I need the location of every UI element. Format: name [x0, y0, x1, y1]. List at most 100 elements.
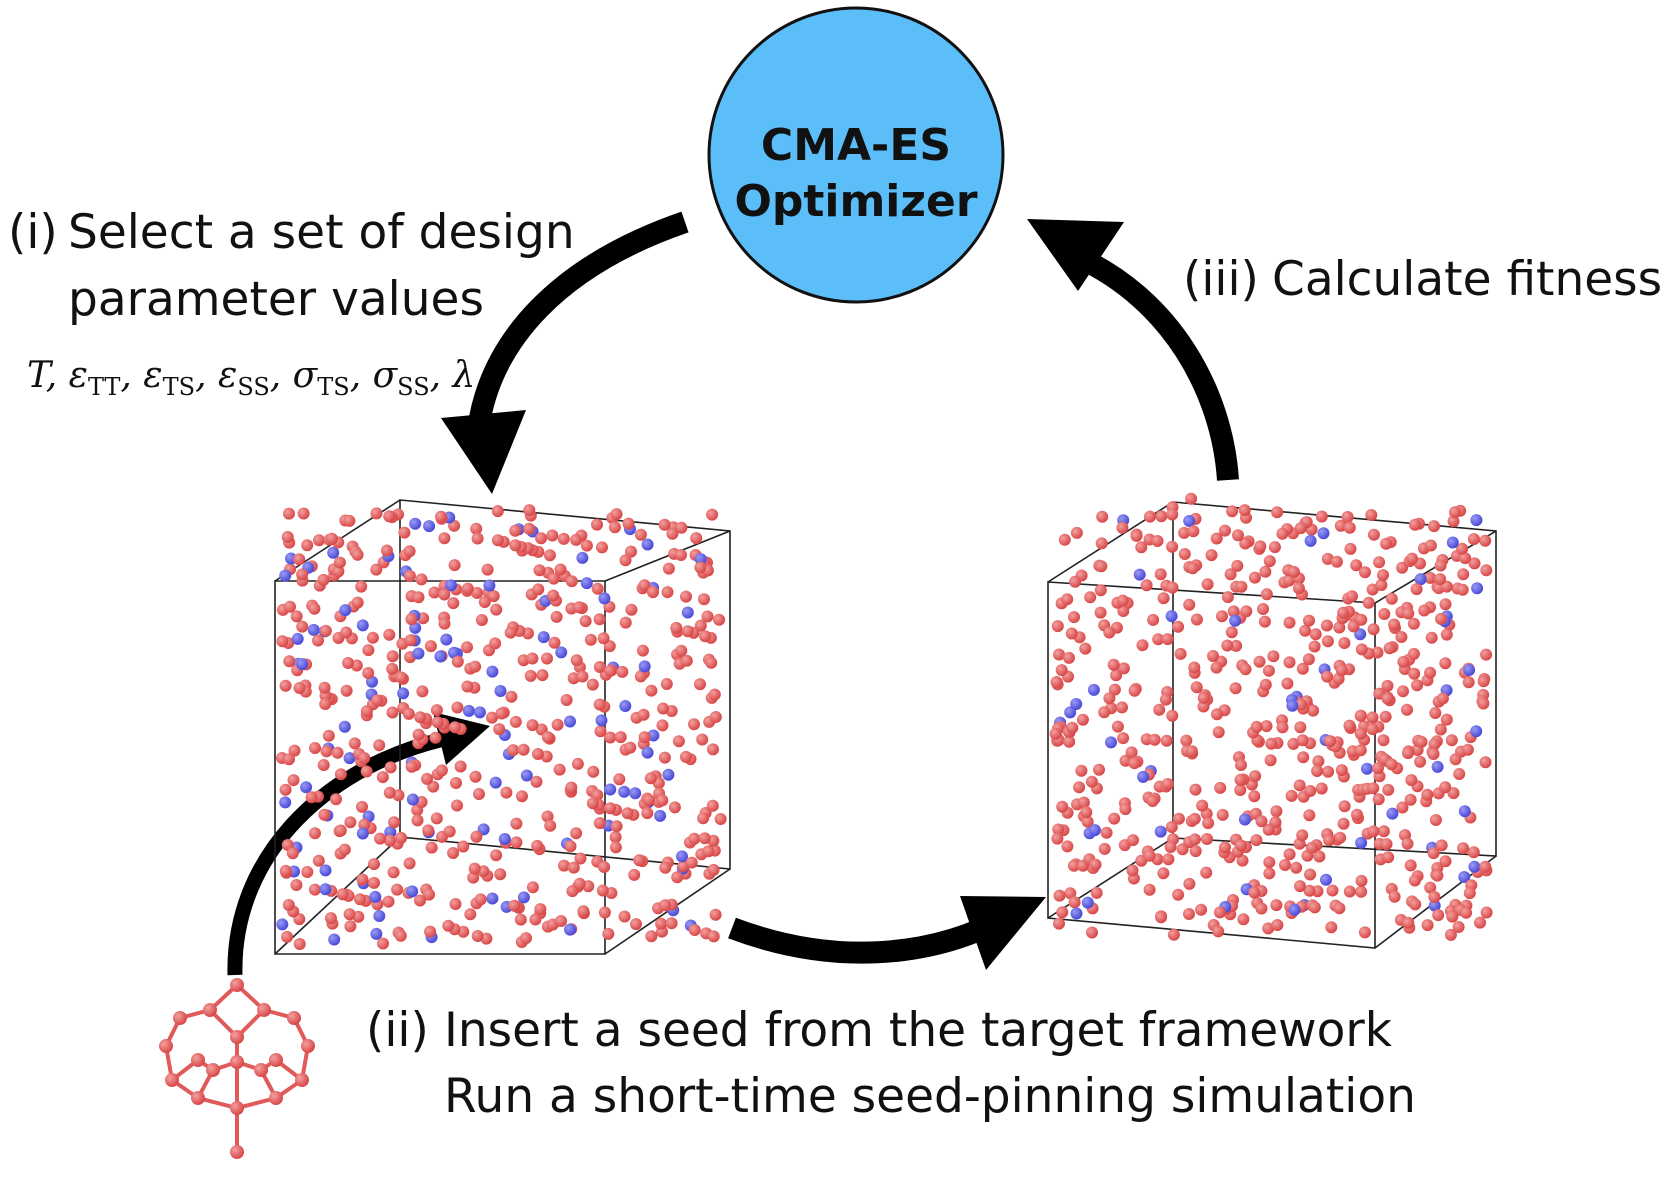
particle-blue: [1355, 836, 1368, 849]
particle-blue: [1458, 871, 1471, 883]
particle-red: [557, 532, 570, 545]
particle-red: [1265, 737, 1278, 750]
particle-red: [322, 729, 335, 742]
optimizer-node: [707, 6, 1005, 304]
particle-red: [675, 644, 688, 657]
particle-red: [547, 572, 560, 585]
particle-red: [286, 847, 299, 860]
particle-red: [570, 827, 583, 840]
particle-red: [1338, 637, 1351, 649]
particle-red: [659, 899, 672, 912]
particle-red: [609, 831, 622, 844]
particle-red: [548, 636, 561, 649]
particle-red: [1058, 533, 1071, 546]
particle-red: [404, 634, 417, 647]
particle-red: [1406, 552, 1419, 565]
particle-red: [1051, 832, 1064, 845]
particle-red: [1212, 726, 1225, 739]
particle-red: [425, 841, 438, 854]
particle-red: [414, 711, 427, 724]
particle-blue: [1070, 907, 1083, 920]
particle-red: [1135, 541, 1148, 554]
particle-blue: [498, 833, 511, 845]
param-eps-SS: SS: [237, 373, 270, 402]
particle-red: [411, 814, 424, 827]
particle-blue: [1183, 515, 1196, 527]
particle-red: [509, 715, 522, 728]
particle-red: [461, 582, 474, 595]
particle-red: [1049, 727, 1062, 740]
cage-atom: [269, 1053, 283, 1067]
particle-red: [1381, 692, 1394, 705]
particle-red: [1262, 664, 1275, 677]
particle-red: [279, 864, 292, 877]
particle-red: [1279, 859, 1291, 871]
particle-blue: [662, 768, 675, 781]
particle-red: [1299, 624, 1312, 637]
particle-red: [1188, 812, 1201, 825]
particle-blue: [370, 927, 383, 940]
particle-red: [1189, 783, 1202, 796]
particle-blue: [555, 646, 568, 659]
particle-red: [1205, 549, 1218, 562]
particle-red: [362, 644, 375, 657]
particle-red: [1268, 541, 1281, 554]
optimizer-label-line2: Optimizer: [734, 176, 978, 227]
particle-red: [281, 531, 294, 543]
particle-red: [1210, 532, 1223, 545]
particle-red: [435, 764, 448, 777]
particle-blue: [1470, 514, 1483, 527]
particle-red: [570, 533, 583, 546]
particle-red: [586, 797, 599, 810]
particle-red: [1075, 764, 1088, 777]
particle-red: [1377, 734, 1390, 747]
particle-red: [1294, 721, 1307, 734]
particle-red: [1388, 618, 1401, 631]
particle-red: [312, 634, 324, 647]
param-eps-TS: TS: [162, 373, 196, 402]
particle-red: [1334, 831, 1347, 844]
particle-red: [1474, 916, 1486, 929]
particle-red: [1219, 841, 1231, 854]
particle-red: [685, 856, 698, 869]
particle-red: [1320, 619, 1333, 632]
particle-red: [564, 840, 577, 853]
particle-red: [1165, 821, 1178, 833]
particle-red: [1436, 692, 1449, 705]
particle-red: [1183, 877, 1196, 890]
particle-blue: [580, 577, 593, 590]
particle-red: [355, 580, 368, 593]
particle-red: [1333, 902, 1346, 915]
param-T: T: [27, 355, 46, 396]
particle-red: [1063, 651, 1075, 664]
particle-blue: [1320, 873, 1332, 886]
particle-red: [696, 733, 709, 746]
particle-red: [541, 810, 554, 823]
particle-blue: [638, 660, 651, 673]
particle-red: [1276, 721, 1289, 734]
particle-red: [288, 744, 301, 757]
particle-blue: [1133, 568, 1146, 581]
particle-red: [334, 824, 347, 837]
particle-red: [659, 861, 672, 874]
particle-red: [1190, 681, 1203, 694]
particle-red: [469, 770, 482, 783]
particle-blue: [654, 809, 667, 822]
particle-red: [1463, 887, 1476, 900]
particle-red: [489, 637, 502, 650]
step2-line1: Insert a seed from the target framework: [444, 1003, 1392, 1058]
particle-red: [1253, 655, 1266, 668]
particle-red: [1407, 647, 1420, 660]
particle-blue: [598, 592, 611, 605]
particle-red: [1224, 568, 1237, 581]
particle-red: [1166, 581, 1179, 594]
particle-red: [1354, 727, 1367, 740]
particle-red: [1281, 677, 1294, 690]
particle-red: [660, 678, 673, 690]
particle-red: [1188, 661, 1201, 674]
optimizer-label: CMA-ES Optimizer: [706, 118, 1006, 230]
particle-red: [1382, 851, 1395, 864]
particle-red: [1358, 926, 1371, 939]
particle-red: [543, 549, 556, 562]
particle-red: [1172, 812, 1185, 825]
